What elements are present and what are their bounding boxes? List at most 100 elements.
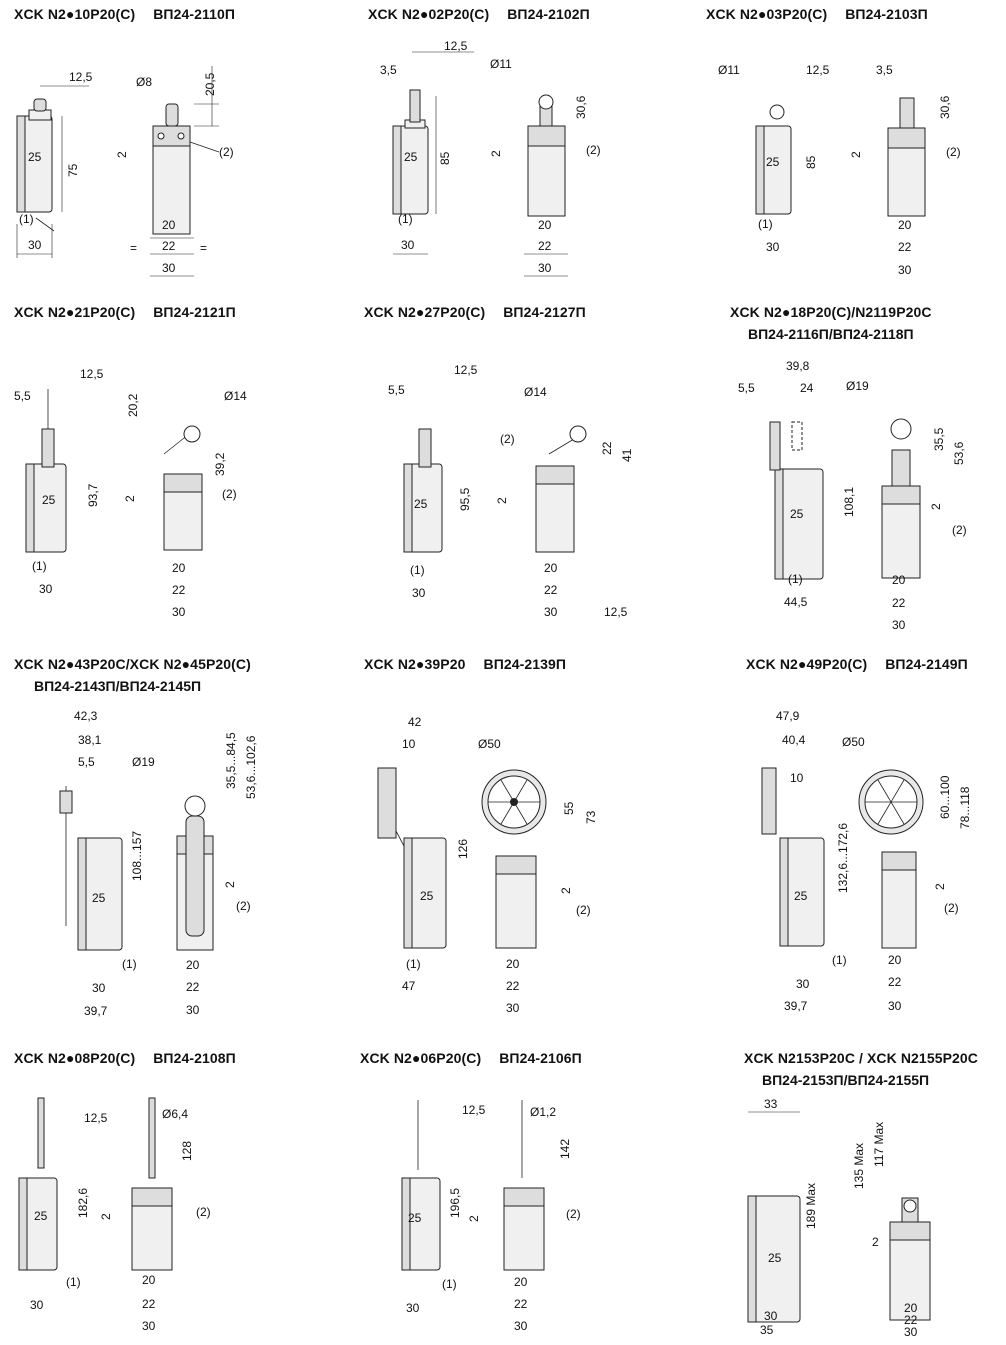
svg-text:=: = [200, 241, 207, 255]
svg-text:25: 25 [766, 155, 780, 169]
svg-text:85: 85 [438, 151, 452, 165]
svg-text:(2): (2) [586, 143, 601, 157]
svg-text:(1): (1) [788, 572, 803, 586]
svg-text:(1): (1) [442, 1277, 457, 1291]
svg-text:22: 22 [888, 975, 902, 989]
side-view: Ø8 20,5 2 (2) 20 22 30 = = [115, 66, 234, 277]
svg-text:78...118: 78...118 [958, 786, 972, 829]
svg-text:(1): (1) [32, 559, 47, 573]
svg-text:196,5: 196,5 [448, 1188, 462, 1218]
cell-title: XCK N2●18P20(C)/N2119P20C [730, 304, 932, 320]
cell-title: XCK N2●43P20C/XCK N2●45P20(C) [14, 656, 251, 672]
svg-text:Ø11: Ø11 [490, 57, 512, 71]
svg-text:53,6: 53,6 [952, 441, 966, 465]
svg-text:85: 85 [804, 155, 818, 169]
drawing: 12,5 25 182,6 30 (1) Ø6,4 128 2 (2) 20 2… [18, 1097, 211, 1333]
side-view: Ø19 35,5 53,6 2 (2) 20 22 30 [846, 379, 967, 632]
svg-text:41: 41 [620, 448, 634, 462]
svg-text:30: 30 [186, 1003, 200, 1017]
svg-text:2: 2 [933, 883, 947, 890]
side-view: Ø11 30,6 2 (2) 20 22 30 [489, 57, 601, 277]
cell-xck-n2-21: XCK N2●21P20(C)ВП24-2121П 5,5 12,5 25 93… [14, 304, 314, 624]
svg-text:Ø11: Ø11 [718, 63, 740, 77]
svg-text:10: 10 [790, 771, 804, 785]
svg-text:22: 22 [544, 583, 558, 597]
svg-text:22: 22 [142, 1297, 156, 1311]
svg-text:20: 20 [172, 561, 186, 575]
svg-text:30: 30 [142, 1319, 156, 1333]
svg-text:(2): (2) [576, 903, 591, 917]
svg-text:(1): (1) [19, 212, 34, 226]
svg-text:25: 25 [768, 1251, 782, 1265]
svg-text:(2): (2) [952, 523, 967, 537]
svg-text:Ø50: Ø50 [842, 735, 865, 749]
cell-xck-n2-03: XCK N2●03P20(C)ВП24-2103П Ø11 12,5 25 85… [706, 6, 1006, 296]
svg-text:(2): (2) [222, 487, 237, 501]
svg-text:(2): (2) [219, 145, 234, 159]
svg-text:=: = [130, 241, 137, 255]
svg-text:30: 30 [538, 261, 552, 275]
svg-text:30: 30 [904, 1325, 918, 1339]
drawing: 33 189 Max 25 30 35 135 Max 117 Max 2 20… [747, 1097, 931, 1339]
svg-text:(2): (2) [946, 145, 961, 159]
front-view: 12,5 25 196,5 30 (1) [401, 1100, 486, 1315]
svg-text:35: 35 [760, 1323, 774, 1337]
side-view: Ø6,4 128 2 (2) 20 22 30 [99, 1097, 211, 1333]
svg-text:25: 25 [42, 493, 56, 507]
svg-text:22: 22 [506, 979, 520, 993]
cell-xck-n2-43: XCK N2●43P20C/XCK N2●45P20(C) ВП24-2143П… [14, 656, 314, 1026]
svg-text:2: 2 [115, 151, 129, 158]
drawing: 39,8 24 5,5 25 108,1 44,5 (1) Ø19 35,5 5… [738, 359, 967, 632]
drawing: 30 75 25 12,5 (1) Ø8 20,5 2 (2) 20 22 [16, 66, 234, 277]
svg-text:22: 22 [514, 1297, 528, 1311]
svg-text:12,5: 12,5 [69, 70, 93, 84]
drawing: 5,5 12,5 25 95,5 30 (1) Ø14 22 41 (2) 2 … [388, 363, 634, 619]
svg-text:(1): (1) [66, 1275, 81, 1289]
svg-text:2: 2 [467, 1215, 481, 1222]
svg-text:20,5: 20,5 [203, 72, 217, 96]
svg-text:39,2: 39,2 [213, 452, 227, 476]
svg-text:25: 25 [420, 889, 434, 903]
cell-xck-n2-27: XCK N2●27P20(C)ВП24-2127П 5,5 12,5 25 95… [364, 304, 684, 624]
side-view: Ø19 35,5...84,5 53,6...102,6 2 (2) 20 22… [132, 732, 258, 1017]
svg-text:53,6...102,6: 53,6...102,6 [244, 735, 258, 799]
svg-text:44,5: 44,5 [784, 595, 808, 609]
cell-title: XCK N2●02P20(C)ВП24-2102П [368, 6, 590, 22]
front-view: 12,5 25 182,6 30 (1) [18, 1097, 108, 1312]
front-view: 30 75 25 12,5 (1) [16, 70, 93, 258]
svg-text:Ø8: Ø8 [136, 75, 152, 89]
svg-text:30: 30 [28, 238, 42, 252]
side-view: Ø50 55 73 2 (2) 20 22 30 [478, 737, 598, 1015]
svg-text:75: 75 [66, 163, 80, 177]
svg-text:5,5: 5,5 [738, 381, 755, 395]
svg-text:25: 25 [404, 150, 418, 164]
svg-text:25: 25 [92, 891, 106, 905]
side-view: 135 Max 117 Max 2 20 22 30 [852, 1122, 931, 1339]
svg-text:3,5: 3,5 [876, 63, 893, 77]
svg-text:73: 73 [584, 810, 598, 824]
cell-code: ВП24-2143П/ВП24-2145П [34, 678, 202, 694]
cell-xck-n2-18: XCK N2●18P20(C)/N2119P20C ВП24-2116П/ВП2… [730, 304, 1006, 644]
svg-text:30: 30 [406, 1301, 420, 1315]
svg-text:20: 20 [142, 1273, 156, 1287]
cell-xck-n2-49: XCK N2●49P20(C)ВП24-2149П 47,9 40,4 10 2… [746, 656, 1006, 1026]
svg-text:20: 20 [904, 1301, 918, 1315]
svg-text:30,6: 30,6 [938, 95, 952, 119]
cell-xck-n2153: XCK N2153P20C / XCK N2155P20C ВП24-2153П… [744, 1050, 1006, 1340]
svg-text:2: 2 [872, 1235, 879, 1249]
svg-text:20: 20 [162, 218, 176, 232]
drawing: 3,5 12,5 85 25 30 (1) Ø11 30,6 2 (2) 20 … [380, 39, 601, 277]
svg-text:12,5: 12,5 [454, 363, 478, 377]
front-view: 47,9 40,4 10 25 132,6...172,6 30 39,7 (1… [761, 709, 850, 1013]
svg-text:25: 25 [414, 497, 428, 511]
svg-text:126: 126 [456, 839, 470, 859]
cell-title: XCK N2●06P20(C)ВП24-2106П [360, 1050, 582, 1066]
cell-title: XCK N2●27P20(C)ВП24-2127П [364, 304, 586, 320]
svg-text:108,1: 108,1 [842, 487, 856, 517]
svg-text:22: 22 [538, 239, 552, 253]
svg-text:2: 2 [223, 881, 237, 888]
svg-text:22: 22 [898, 240, 912, 254]
svg-text:(2): (2) [236, 899, 251, 913]
